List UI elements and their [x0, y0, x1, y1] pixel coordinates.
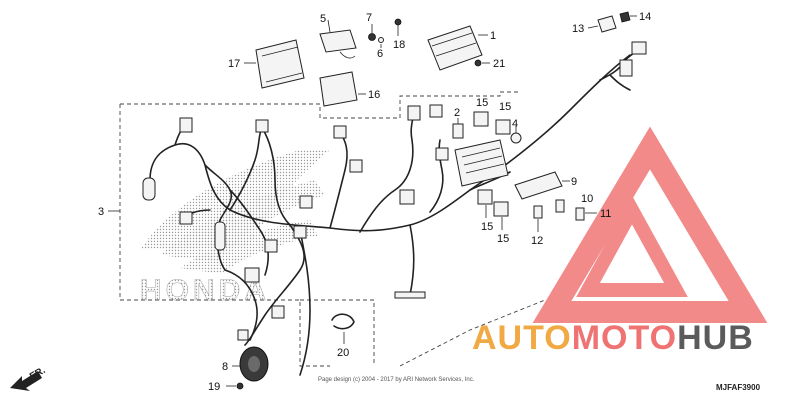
callout-14: 14: [639, 11, 651, 23]
part-13-relay: 13: [572, 15, 617, 35]
part-8-horn: 8: [222, 346, 269, 382]
watermark-triangle: [532, 126, 768, 323]
part-10-fuse: 10: [555, 193, 593, 213]
part-5-bracket: 5: [319, 13, 357, 59]
harness-group-outline: [119, 91, 520, 367]
automotohub-watermark: AUTOMOTOHUB: [472, 319, 754, 357]
part-20-clamp: 20: [331, 313, 355, 359]
callout-9: 9: [571, 176, 577, 188]
fuse-box: [454, 139, 509, 187]
copyright-text: Page design (c) 2004 - 2017 by ARI Netwo…: [318, 377, 475, 383]
part-15-relay-bottom-b: 15: [493, 201, 509, 245]
clamp-group-outline: [300, 299, 375, 366]
watermark-auto: AUTO: [472, 319, 572, 357]
part-16-module: 16: [319, 71, 380, 107]
part-4-cap: 4: [510, 118, 522, 144]
callout-15b: 15: [499, 101, 511, 113]
part-18-bolt: 18: [393, 18, 405, 51]
part-19-bolt: 19: [208, 381, 244, 393]
part-15-relay-top-a: 15: [473, 97, 489, 127]
callout-11: 11: [600, 208, 611, 220]
diagram-code: MJFAF3900: [716, 383, 761, 392]
callout-10: 10: [581, 193, 593, 205]
part-17-module: 17: [228, 39, 305, 89]
part-21-screw: 21: [474, 58, 505, 70]
part-14-clip: 14: [619, 11, 651, 23]
callout-3: 3: [98, 206, 104, 218]
fr-label: FR.: [28, 365, 48, 383]
callout-13: 13: [572, 23, 584, 35]
front-direction-arrow: FR.: [10, 365, 48, 391]
callout-15d: 15: [497, 233, 509, 245]
harness-connectors: [142, 41, 647, 341]
svg-text:AUTOMOTOHUB: AUTOMOTOHUB: [472, 319, 754, 357]
callout-4: 4: [512, 118, 518, 130]
callout-15c: 15: [481, 221, 493, 233]
callout-7: 7: [366, 12, 372, 24]
part-9-fuse-box: 9: [514, 171, 577, 200]
callout-12: 12: [531, 235, 543, 247]
callout-20: 20: [337, 347, 349, 359]
callout-1: 1: [490, 30, 496, 42]
part-2-relay: 2: [452, 107, 464, 139]
callout-5: 5: [320, 13, 326, 25]
callout-18: 18: [393, 39, 405, 51]
watermark-moto: MOTO: [572, 319, 677, 357]
leader-dash: [399, 299, 546, 367]
part-6-washer: 6: [377, 37, 384, 60]
part-11-fuse: 11: [575, 207, 611, 221]
callout-16: 16: [368, 89, 380, 101]
part-15-relay-top-b: 15: [495, 101, 511, 135]
callout-21: 21: [493, 58, 505, 70]
watermark-hub: HUB: [677, 319, 754, 357]
part-12-fuse: 12: [531, 205, 543, 247]
callout-17: 17: [228, 58, 240, 70]
callout-6: 6: [377, 48, 383, 60]
callout-15a: 15: [476, 97, 488, 109]
callout-8: 8: [222, 361, 228, 373]
part-3-harness-label: 3: [98, 206, 120, 218]
callout-2: 2: [454, 107, 460, 119]
callout-19: 19: [208, 381, 220, 393]
part-7-nut: 7: [366, 12, 376, 41]
part-15-relay-bottom-a: 15: [477, 189, 493, 233]
part-1-control-unit: 1: [427, 25, 496, 71]
